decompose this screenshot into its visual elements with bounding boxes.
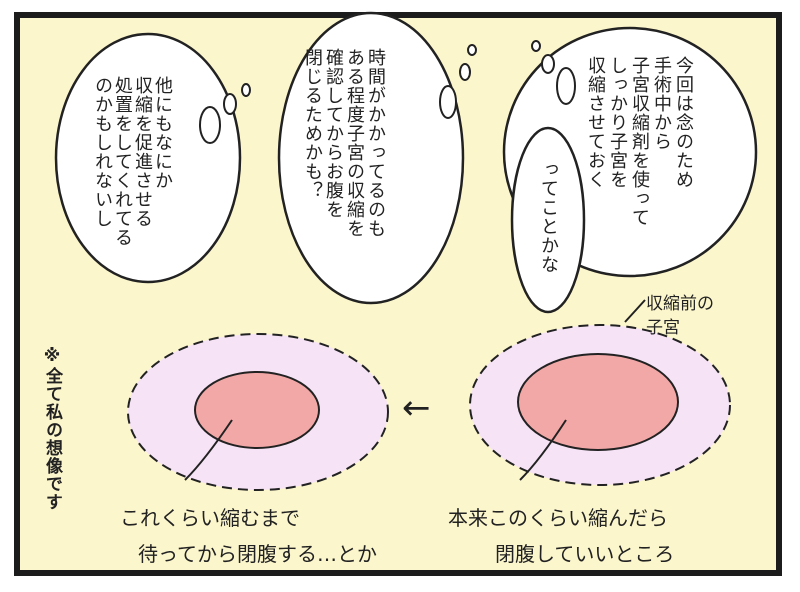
thought-dot bbox=[199, 106, 221, 144]
caption-after-line1: これくらい縮むまで bbox=[120, 506, 300, 530]
thought-dot bbox=[459, 63, 471, 81]
thought-dot bbox=[531, 40, 541, 52]
thought-text-right-sub: ってことかな bbox=[538, 160, 559, 274]
thought-dot bbox=[541, 54, 555, 74]
uterus-before-inner bbox=[517, 353, 679, 451]
thought-dot bbox=[467, 44, 477, 56]
uterus-after-inner bbox=[194, 371, 320, 449]
thought-dot bbox=[439, 85, 457, 119]
thought-text-middle: 時間がかかってるのも ある程度子宮の収縮を 確認してからお腹を 閉じるためかも？ bbox=[302, 48, 386, 238]
thought-bubble-middle bbox=[277, 11, 465, 305]
pointer-line-after bbox=[184, 419, 233, 481]
thought-dot bbox=[241, 83, 251, 97]
label-before-contraction: 収縮前の 子宮 bbox=[646, 294, 714, 338]
caption-after-line2: 待ってから閉腹する…とか bbox=[138, 542, 377, 566]
caption-before-line2: 閉腹していいところ bbox=[495, 542, 675, 566]
thought-text-left: 他にもなにか 収縮を促進させる 処置をしてくれてる のかもしれないし bbox=[92, 76, 173, 247]
thought-bubble-left bbox=[54, 32, 242, 284]
caption-before-line1: 本来このくらい縮んだら bbox=[448, 506, 668, 530]
thought-bubble-right-small bbox=[510, 126, 586, 314]
thought-dot bbox=[556, 67, 576, 105]
thought-dot bbox=[223, 93, 237, 115]
pointer-line-label bbox=[624, 299, 646, 323]
arrow-left: ← bbox=[402, 388, 431, 428]
thought-text-right: 今回は念のため 手術中から 子宮収縮剤を使って しっかり子宮を 収縮させておく bbox=[585, 56, 694, 227]
imagination-note: ※全て私の想像です bbox=[42, 346, 62, 511]
pointer-line-before bbox=[519, 419, 567, 481]
